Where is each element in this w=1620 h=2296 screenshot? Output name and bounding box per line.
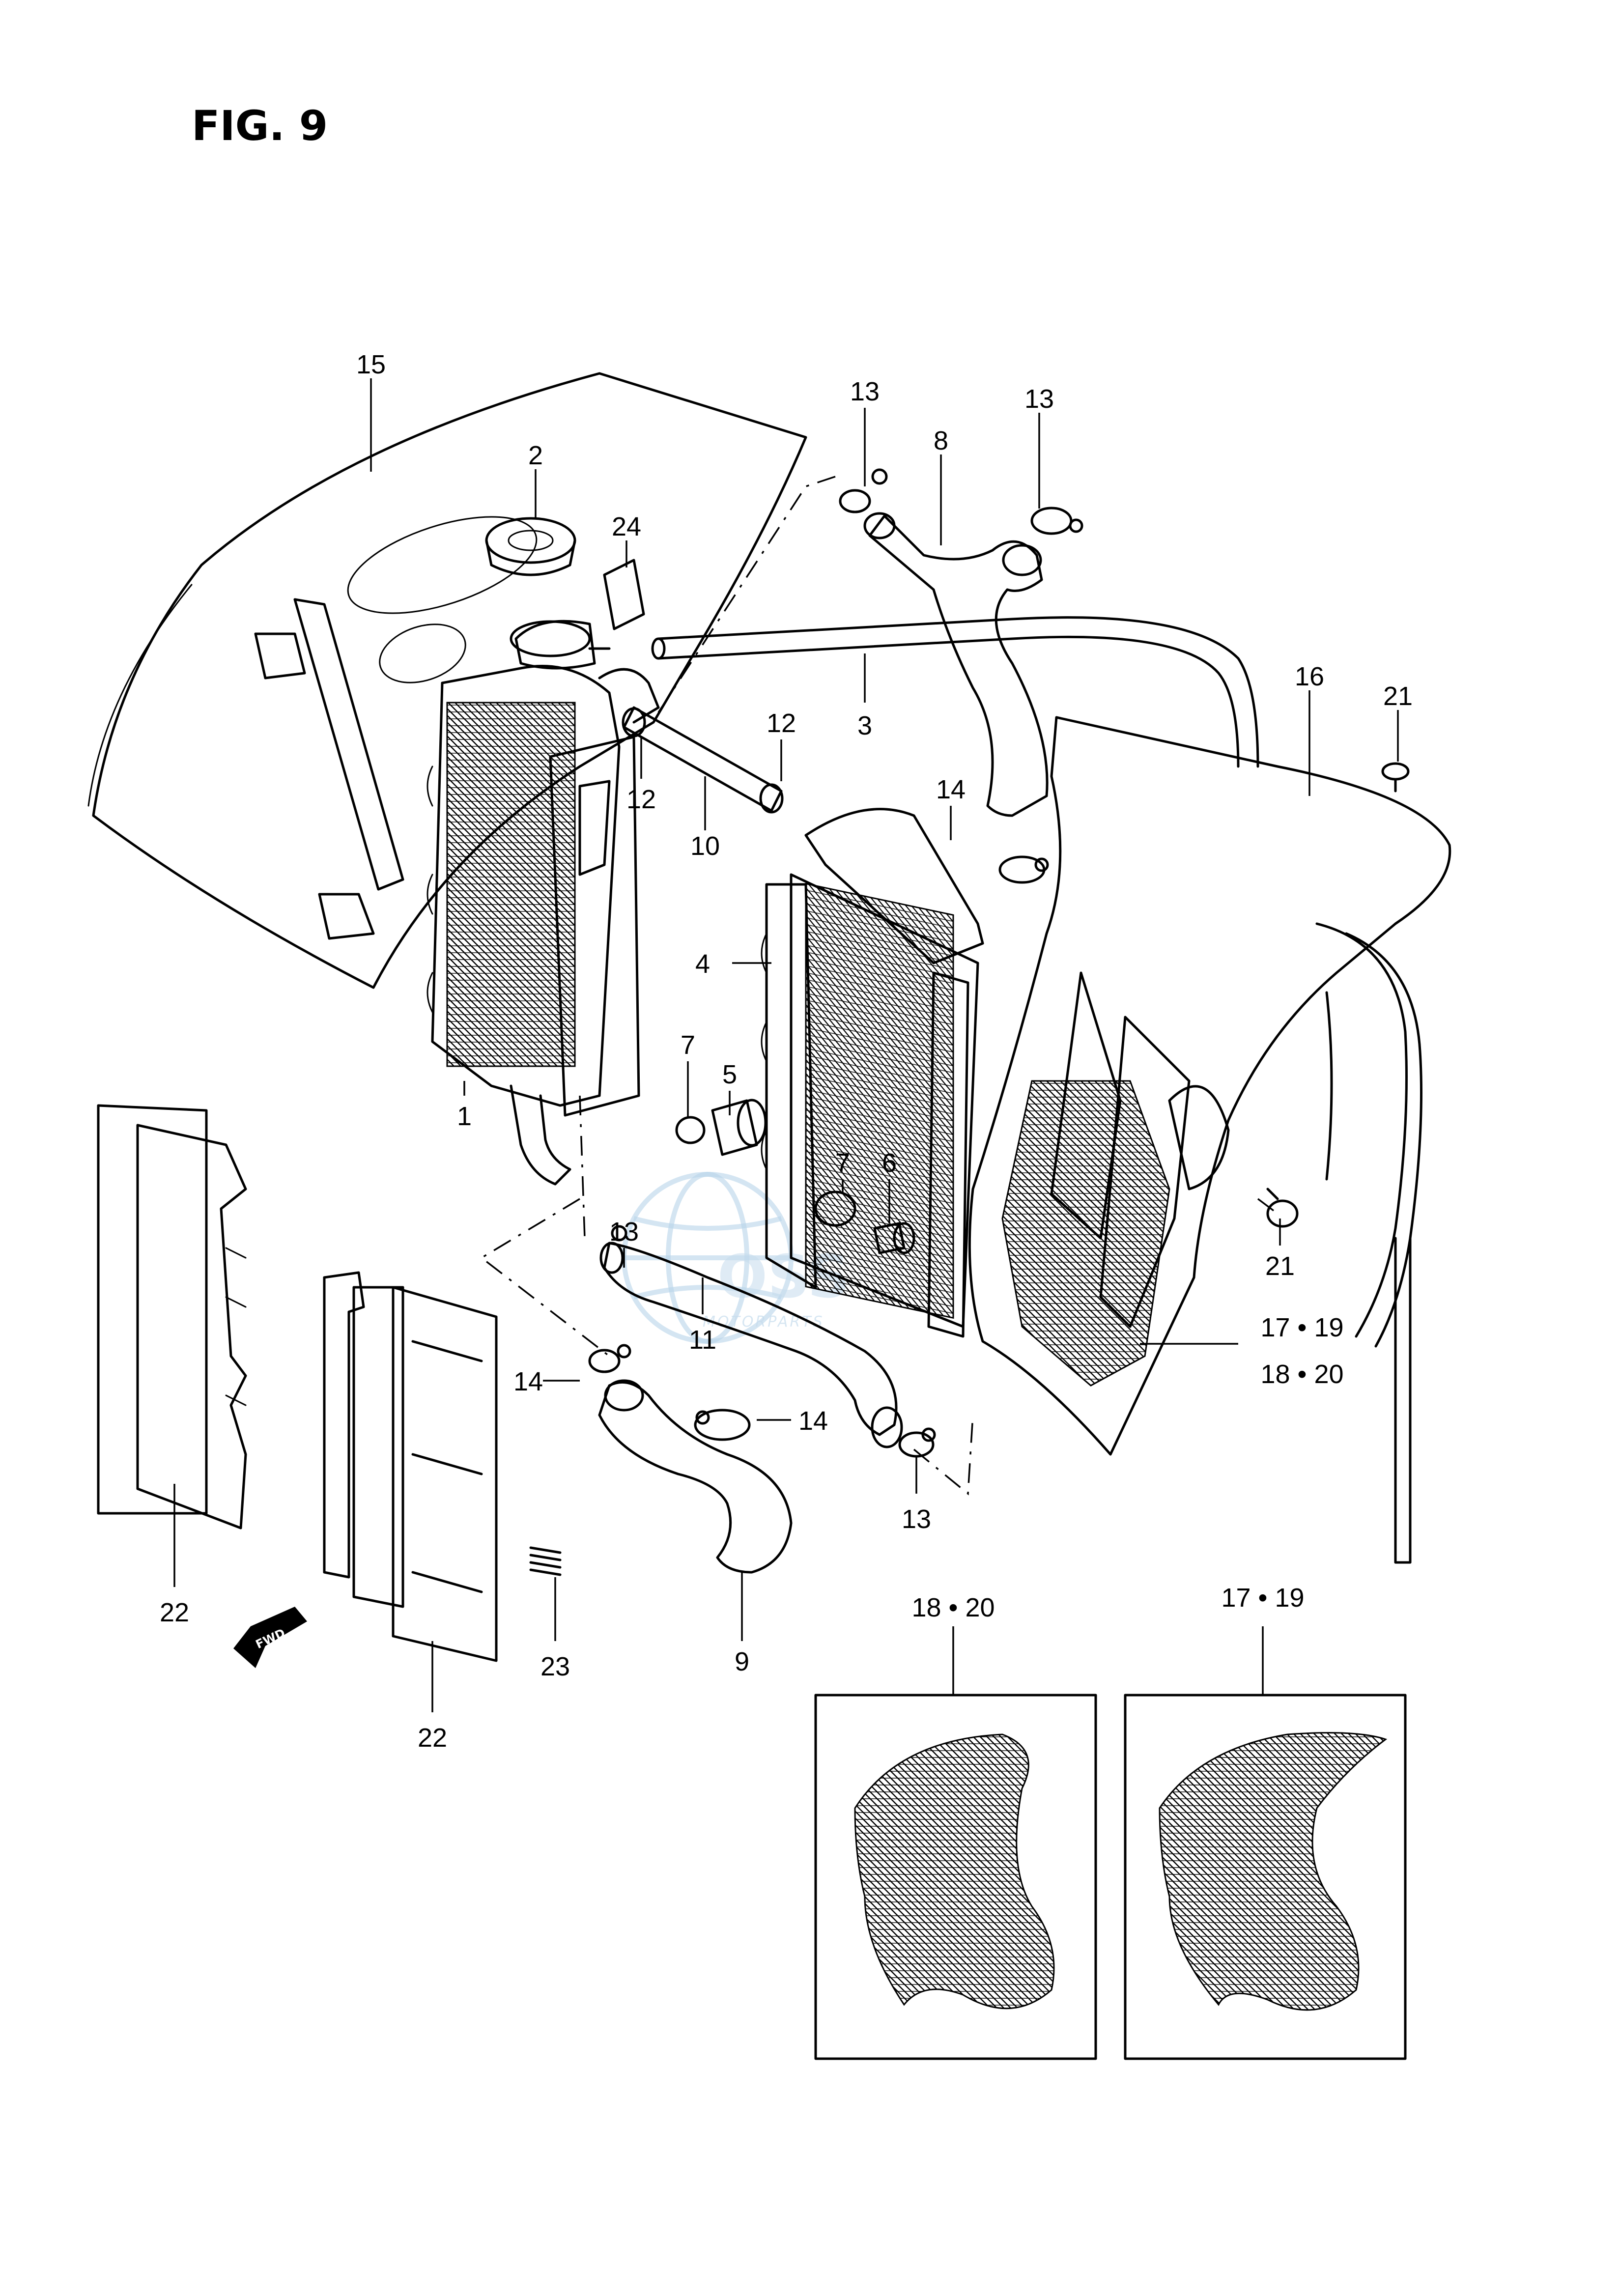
callout-15: 15 — [356, 350, 386, 379]
callout-3: 3 — [857, 711, 872, 740]
leader-lines — [173, 378, 1399, 1712]
callout-23: 23 — [540, 1652, 570, 1681]
part-7-grommet-b — [814, 1191, 856, 1227]
callout-7-a: 7 — [681, 1030, 695, 1060]
callout-12-b: 12 — [767, 709, 796, 738]
part-3-long-tube — [651, 616, 1259, 768]
part-21-bolt-a — [1381, 762, 1410, 793]
part-11-lower-hose — [603, 1242, 903, 1448]
part-22-guard-right — [323, 1271, 498, 1662]
part-12-clamp-b — [759, 783, 784, 814]
callout-21-a: 21 — [1383, 681, 1413, 711]
part-21-bolt-b — [1266, 1188, 1299, 1228]
callout-11: 11 — [689, 1325, 716, 1355]
part-14-clamp-c — [694, 1409, 751, 1441]
callout-6: 6 — [882, 1148, 897, 1178]
part-13-clamp-upper-b — [1030, 507, 1083, 535]
part-8-upper-hose — [863, 512, 1049, 817]
callout-14-c: 14 — [798, 1406, 828, 1436]
part-22-guard-left — [97, 1104, 247, 1530]
part-10-hose — [623, 706, 783, 812]
callout-13-a: 13 — [850, 377, 880, 406]
watermark-subtext: MOTORPARTS — [703, 1313, 824, 1331]
callout-labels: 15 2 24 13 8 13 3 16 21 12 12 10 14 4 7 … — [160, 350, 1413, 1753]
part-16-right-shroud — [968, 716, 1451, 1564]
callout-16: 16 — [1295, 662, 1324, 691]
callout-22-a: 22 — [160, 1598, 189, 1627]
callout-7-b: 7 — [835, 1148, 850, 1178]
part-4-right-radiator — [761, 808, 984, 1338]
part-1-left-radiator — [426, 620, 660, 1186]
callout-14-a: 14 — [936, 775, 966, 804]
callout-24: 24 — [612, 512, 641, 541]
part-23-spring — [529, 1546, 562, 1576]
part-24-pad — [603, 559, 645, 630]
figure-title: FIG. 9 — [192, 102, 328, 150]
callout-14-b: 14 — [513, 1367, 543, 1396]
callout-2: 2 — [528, 441, 543, 470]
callout-18-20-a: 18 • 20 — [1260, 1360, 1343, 1389]
part-14-clamp-b — [588, 1344, 631, 1373]
forward-arrow-icon — [233, 1607, 307, 1668]
guide-lines — [480, 476, 1279, 1496]
part-13-clamp-upper-a — [839, 468, 888, 513]
callout-22-b: 22 — [418, 1723, 447, 1753]
callout-5: 5 — [722, 1060, 737, 1089]
watermark: OSS MOTORPARTS — [622, 1172, 850, 1344]
part-15-radiator-shroud — [87, 372, 807, 989]
callout-1: 1 — [457, 1102, 472, 1131]
callout-21-b: 21 — [1265, 1251, 1295, 1281]
callout-18-20-b: 18 • 20 — [911, 1593, 995, 1622]
callout-8: 8 — [934, 426, 948, 455]
callout-12-a: 12 — [626, 785, 656, 814]
callout-13-b: 13 — [1024, 384, 1054, 414]
part-6-bolt — [873, 1222, 915, 1254]
callout-9: 9 — [735, 1647, 749, 1676]
callout-17-19-a: 17 • 19 — [1260, 1313, 1343, 1342]
inset-panel-18-20 — [814, 1694, 1097, 2060]
fwd-direction-badge: FWD — [233, 1607, 307, 1668]
part-13-clamp-lower-b — [898, 1427, 936, 1458]
callout-13-d: 13 — [902, 1504, 931, 1534]
part-2-radiator-cap — [485, 517, 576, 576]
part-14-clamp-a — [998, 855, 1049, 884]
callout-17-19-b: 17 • 19 — [1221, 1583, 1304, 1613]
callout-10: 10 — [690, 831, 720, 861]
part-12-clamp-a — [622, 707, 646, 737]
callout-13-c: 13 — [609, 1217, 639, 1247]
part-9-lower-hose — [598, 1379, 793, 1574]
inset-panel-17-19 — [1124, 1694, 1407, 2060]
part-7-grommet-a — [675, 1116, 706, 1144]
part-13-clamp-lower-a — [599, 1225, 627, 1274]
callout-4: 4 — [695, 949, 710, 979]
part-5-damper — [711, 1099, 767, 1156]
